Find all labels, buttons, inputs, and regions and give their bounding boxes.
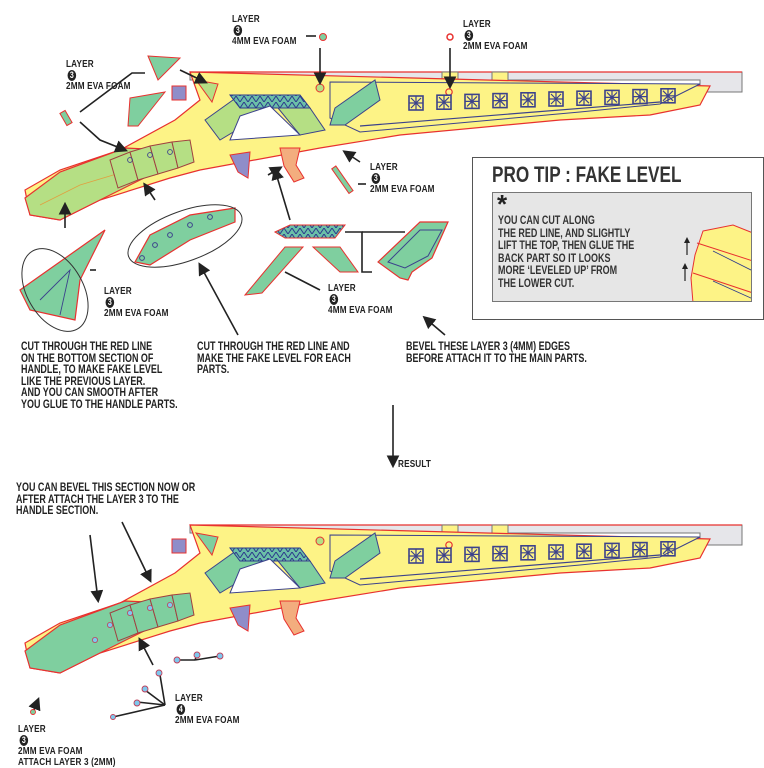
handle-parts xyxy=(19,204,243,332)
layer-number-badge: 4 xyxy=(176,704,186,715)
ornament-glyph-icon xyxy=(408,548,424,564)
layer-number-badge: 3 xyxy=(67,70,77,81)
ornament-glyph-icon xyxy=(548,91,564,107)
asterisk-icon: * xyxy=(497,192,508,219)
ornament-glyph-icon xyxy=(436,547,452,564)
ornament-glyph-icon xyxy=(660,88,676,104)
result-label: RESULT xyxy=(398,458,432,470)
loose-parts-top xyxy=(59,33,454,195)
4mm-parts xyxy=(243,221,449,296)
layer-number-badge: 3 xyxy=(105,297,115,308)
blaster-top xyxy=(24,71,743,221)
ornament-glyph-icon xyxy=(548,544,564,560)
layer-number-badge: 3 xyxy=(329,294,339,305)
fake-level-illustration xyxy=(682,224,751,301)
pro-tip-title: PRO TIP : FAKE LEVEL xyxy=(492,162,682,187)
ornament-glyph-icon xyxy=(632,88,648,105)
layer-number-badge: 3 xyxy=(464,30,474,41)
ornament-glyph-icon xyxy=(576,543,592,560)
ornament-glyph-icon xyxy=(632,541,648,558)
ornament-glyph-icon xyxy=(604,89,620,106)
layer-number-badge: 3 xyxy=(371,173,381,184)
pro-tip-box: PRO TIP : FAKE LEVEL * YOU CAN CUT ALONG… xyxy=(472,157,764,320)
ornament-glyph-icon xyxy=(436,94,452,110)
ornament-glyph-icon xyxy=(520,92,536,108)
ornament-glyph-icon xyxy=(520,544,536,561)
result-leader-lines xyxy=(28,521,221,718)
ornament-glyph-icon xyxy=(660,540,676,557)
ornament-glyph-icon xyxy=(408,95,424,111)
ornament-glyph-icon xyxy=(492,545,508,562)
ornament-glyph-icon xyxy=(464,546,480,563)
ornament-glyph-icon xyxy=(492,92,508,109)
blaster-result xyxy=(24,524,743,674)
leader-lines xyxy=(58,35,457,469)
layer4-dots xyxy=(30,651,224,720)
ornament-glyph-icon xyxy=(576,90,592,106)
ornament-glyph-icon xyxy=(464,93,480,110)
ornament-glyph-icon xyxy=(604,542,620,559)
layer-number-badge: 3 xyxy=(233,25,243,36)
layer-number-badge: 3 xyxy=(19,735,29,746)
